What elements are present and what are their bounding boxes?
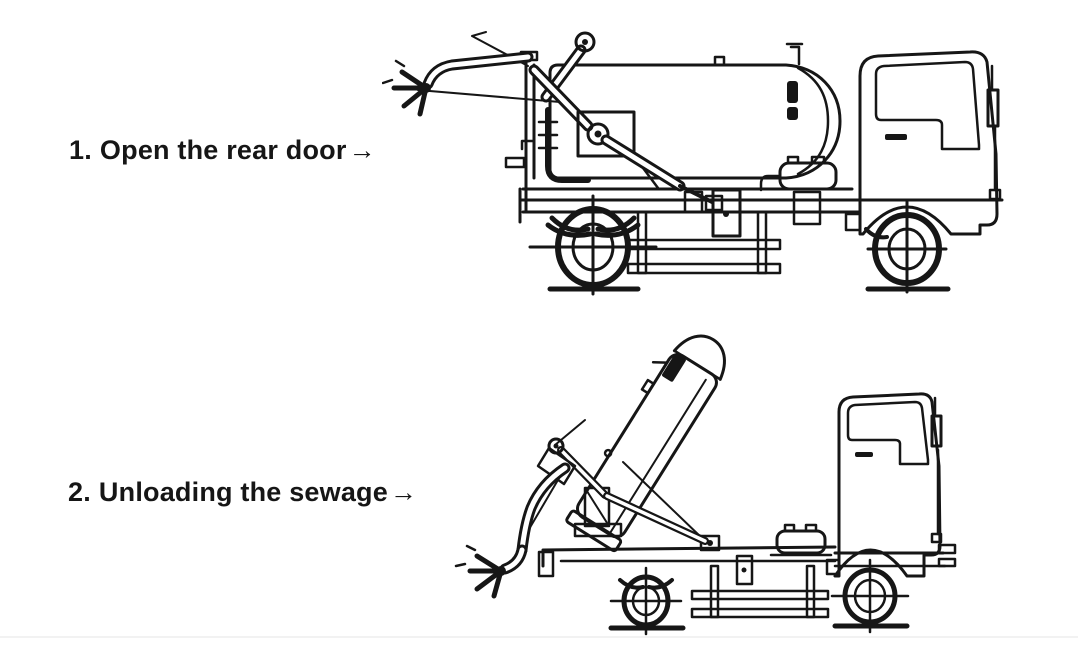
cab bbox=[825, 392, 943, 578]
step-1-text: Open the rear door bbox=[99, 135, 347, 165]
cab bbox=[844, 50, 1002, 236]
right-arrow-icon: → bbox=[348, 135, 376, 165]
right-arrow-icon: → bbox=[389, 477, 418, 507]
tank bbox=[548, 42, 842, 180]
step-2-text: Unloading the sewage bbox=[98, 477, 388, 507]
truck-tank-tilted bbox=[454, 334, 957, 636]
side-mirror bbox=[986, 64, 1002, 201]
pump-unit bbox=[769, 523, 833, 557]
side-mirror bbox=[930, 396, 943, 544]
suction-nozzle bbox=[454, 544, 506, 599]
step-2-label: 2.Unloading the sewage→ bbox=[68, 477, 417, 507]
front-wheel bbox=[864, 200, 948, 294]
front-wheel bbox=[830, 558, 910, 634]
step-2-illustration bbox=[454, 334, 957, 636]
step-1-label: 1.Open the rear door→ bbox=[69, 135, 376, 165]
truck-tank-horizontal bbox=[382, 31, 1004, 296]
ground-marks bbox=[608, 623, 910, 631]
rear-door-frame bbox=[504, 50, 591, 214]
step-1-number: 1. bbox=[69, 135, 92, 165]
suction-nozzle bbox=[382, 59, 431, 117]
rear-wheel bbox=[609, 566, 683, 636]
bottom-divider-line bbox=[0, 636, 1078, 638]
suction-boom bbox=[382, 31, 724, 212]
tank-tilted bbox=[565, 334, 726, 553]
step-1-illustration bbox=[382, 31, 1004, 296]
step-2-number: 2. bbox=[68, 477, 91, 507]
hoist-and-boom bbox=[454, 419, 709, 599]
rear-wheel bbox=[528, 194, 658, 296]
